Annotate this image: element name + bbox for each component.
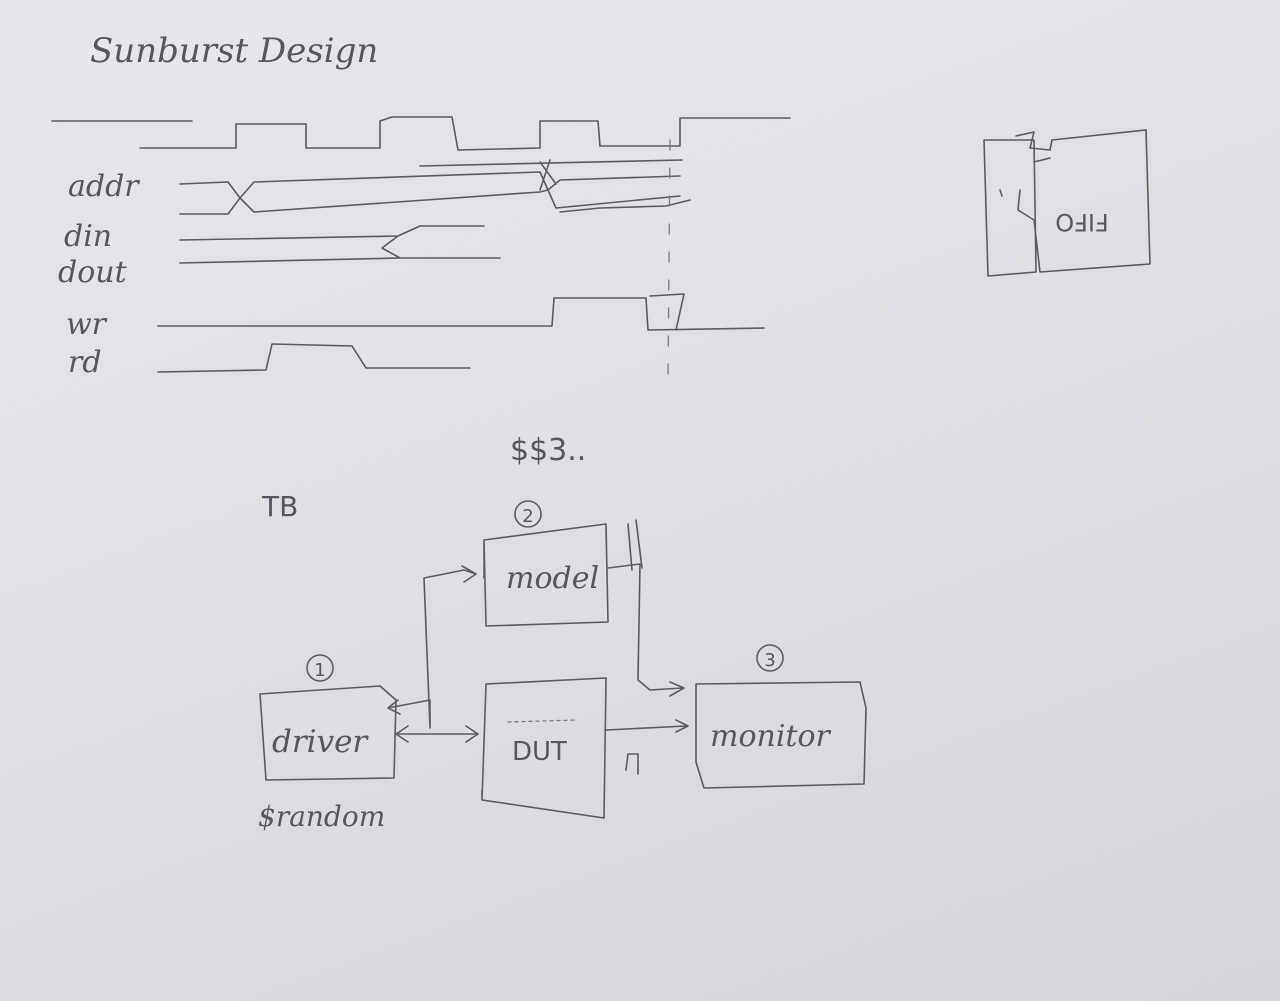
rd-waveform [158, 344, 470, 372]
signal-label-addr: addr [68, 169, 140, 204]
dut-monitor-arrow [606, 720, 688, 732]
dut-label: DUT [512, 737, 567, 767]
driver-block: 1 driver [260, 655, 396, 780]
model-number: 2 [522, 506, 533, 527]
driver-label: driver [272, 724, 369, 760]
driver-number: 1 [314, 660, 325, 681]
wr-waveform [158, 294, 764, 330]
random-note: $random [258, 800, 385, 833]
dollar-note: $$3.. [510, 433, 586, 468]
din-waveform [180, 226, 500, 263]
sketch-title: Sunburst Design [90, 31, 378, 71]
monitor-label: monitor [710, 719, 832, 754]
fifo-sketch-box [984, 130, 1150, 276]
signal-label-din: din [64, 219, 112, 254]
dut-block: DUT [482, 678, 606, 818]
model-label: model [506, 561, 599, 596]
model-block: 2 model [484, 501, 608, 626]
tb-label: TB [261, 490, 298, 523]
addr-waveform [180, 160, 690, 214]
clock-waveform [52, 117, 790, 150]
clock-pulse-mark [626, 754, 638, 774]
signal-label-rd: rd [68, 345, 102, 380]
signal-label-dout: dout [58, 255, 128, 290]
model-monitor-arrow [608, 520, 684, 696]
dut-dotted-line [508, 720, 576, 722]
monitor-number: 3 [764, 650, 775, 671]
fifo-label: FIFO [1055, 208, 1109, 236]
driver-model-arrow [388, 566, 476, 728]
driver-dut-arrow [396, 726, 478, 742]
monitor-block: 3 monitor [696, 645, 866, 788]
signal-label-wr: wr [66, 307, 108, 342]
